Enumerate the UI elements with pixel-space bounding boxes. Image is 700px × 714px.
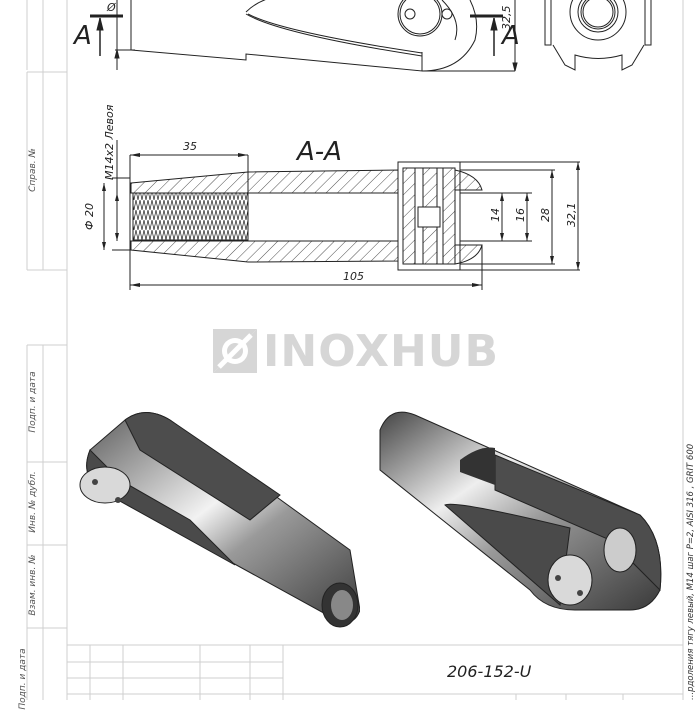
dimension-thread-length: 35 — [183, 140, 197, 153]
render-view-left — [79, 412, 360, 628]
section-view-drawing: 35 105 M14x2 Левоя Ф 20 14 16 28 32,1 A-… — [83, 104, 580, 290]
top-view-drawing: Ø A A 32,5 — [72, 0, 652, 72]
section-marker-left: A — [72, 21, 92, 51]
dimension-thread-spec: M14x2 Левоя — [103, 104, 116, 180]
document-number: 206-152-U — [447, 662, 532, 681]
render-view-right — [379, 411, 662, 611]
diameter-symbol: Ø — [106, 1, 116, 14]
dimension-32-1: 32,1 — [565, 203, 578, 228]
dimension-14: 14 — [489, 208, 502, 222]
watermark: INOXHUB — [213, 325, 500, 377]
dimension-total-length: 105 — [343, 270, 364, 283]
inoxhub-logo-icon — [213, 329, 257, 373]
watermark-text: INOXHUB — [263, 325, 500, 377]
dimension-16: 16 — [514, 208, 527, 222]
section-marker-right: A — [500, 21, 520, 51]
section-title: A-A — [295, 137, 342, 167]
side-note: ...рдоления тягу левый, М14 шаг Р=2, AIS… — [686, 443, 696, 700]
dimension-32-5: 32,5 — [500, 6, 513, 31]
dimension-outer-diameter: Ф 20 — [83, 203, 96, 230]
stamp-label-sign-date-2: Подп. и дата — [18, 648, 28, 710]
stamp-label-dup-inv: Инв. № дубл. — [28, 471, 38, 533]
stamp-label-sign-date: Подп. и дата — [28, 371, 38, 433]
stamp-label-replace-inv: Взам. инв. № — [28, 554, 38, 616]
dimension-28: 28 — [539, 208, 552, 222]
